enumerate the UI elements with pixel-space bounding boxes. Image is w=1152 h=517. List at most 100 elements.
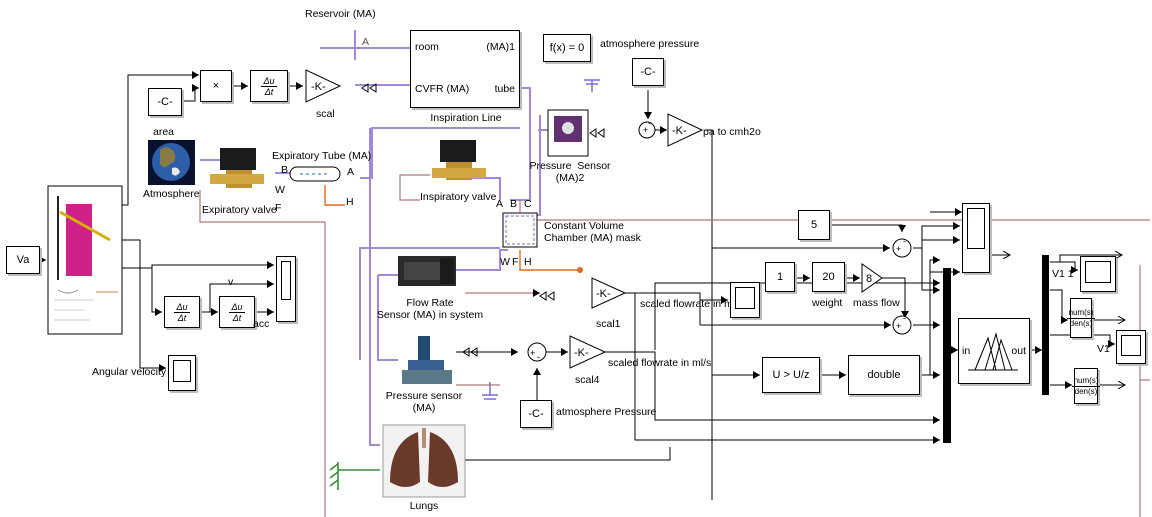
- mux-bus: [943, 268, 951, 443]
- scope-flowrate[interactable]: [730, 282, 760, 318]
- chamber-port-a: A: [496, 198, 504, 210]
- tube-port-a: A: [347, 166, 355, 178]
- reservoir-label: Reservoir (MA): [305, 8, 376, 20]
- port-h: H: [346, 196, 354, 208]
- fuzzy-out-port: out: [1011, 345, 1026, 357]
- chamber-port-c: C: [524, 198, 532, 210]
- double-convert-block[interactable]: double: [848, 355, 920, 395]
- atmosphere-pressure-constant-bottom[interactable]: -C-: [520, 400, 552, 428]
- lungs-label: Lungs: [409, 500, 439, 512]
- v-label: v: [228, 276, 234, 288]
- scope-v1-1[interactable]: [1080, 256, 1116, 292]
- port-ma1: (MA)1: [486, 41, 515, 53]
- pressure-sensor-icon: [398, 332, 456, 386]
- area-constant-block[interactable]: -C-: [148, 88, 182, 116]
- pa-to-cmh2o-label: pa to cmh2o: [703, 126, 761, 138]
- v1-1-label: V1 1: [1052, 268, 1074, 280]
- deriv-num-3: Δu: [229, 301, 245, 313]
- mass-flow-label: mass flow: [853, 297, 900, 309]
- area-label: area: [153, 126, 175, 138]
- va-input-block[interactable]: Va: [6, 246, 40, 274]
- product-block[interactable]: ×: [200, 70, 232, 102]
- fuzzy-graphic: [968, 332, 1018, 371]
- tf1-num: num(s): [1066, 307, 1096, 319]
- svg-text:+: +: [896, 321, 901, 331]
- product-symbol: ×: [212, 80, 220, 92]
- transfer-function-2[interactable]: num(s)den(s): [1071, 368, 1101, 404]
- expiratory-tube-label: Expiratory Tube (MA): [272, 150, 372, 162]
- svg-text:-K-: -K-: [574, 347, 589, 359]
- inspiratory-valve-label: Inspiratory valve: [420, 191, 497, 203]
- relational-text: U > U/z: [772, 369, 810, 381]
- mechanical-system-icon: [47, 185, 123, 335]
- chamber-port-w: W: [500, 256, 510, 268]
- solver-config-block[interactable]: f(x) = 0: [543, 34, 591, 62]
- scal-label: scal: [316, 108, 335, 120]
- expiratory-valve-label: Expiratory valve: [202, 204, 277, 216]
- constant-1-block[interactable]: 1: [765, 262, 795, 292]
- deriv-num-2: Δu: [174, 301, 190, 313]
- transfer-function-1[interactable]: num(s)den(s): [1066, 298, 1096, 338]
- tf1-den: den(s): [1069, 318, 1093, 328]
- scal4-label: scal4: [575, 374, 600, 386]
- port-room: room: [415, 41, 439, 53]
- gain-20-block[interactable]: 20: [812, 262, 845, 292]
- inspiration-line-label: Inspiration Line: [430, 112, 502, 124]
- deriv-den-2: Δt: [177, 312, 187, 323]
- chamber-label: Constant Volume Chamber (MA) mask: [544, 220, 641, 244]
- scope-screen: [735, 287, 755, 309]
- acc-label: acc: [253, 318, 270, 330]
- chamber-port-h: H: [524, 256, 532, 268]
- reservoir-port-a: A: [362, 36, 370, 48]
- tube-port-b: B: [281, 164, 289, 176]
- v1-label: V1: [1097, 343, 1110, 355]
- svg-text:8: 8: [866, 273, 872, 285]
- chamber-port-f: F: [512, 256, 519, 268]
- port-arrows: [361, 83, 605, 357]
- flow-sensor-label: Flow Rate Sensor (MA) in system: [376, 297, 484, 321]
- atmosphere-pressure-constant[interactable]: -C-: [632, 58, 664, 86]
- expiratory-valve-icon: [210, 148, 264, 188]
- scope-v-acc[interactable]: [276, 256, 296, 322]
- tf2-num: num(s): [1071, 375, 1101, 387]
- pressure-sensor-ma2-icon: [547, 109, 589, 157]
- solver-config-text: f(x) = 0: [549, 42, 585, 54]
- physical-connections: [200, 30, 548, 446]
- chamber-port-b: B: [510, 198, 518, 210]
- tf2-den: den(s): [1074, 386, 1098, 396]
- scope-angular-velocity[interactable]: [168, 355, 196, 391]
- fuzzy-controller-block[interactable]: in out: [958, 318, 1030, 384]
- sum-junctions: [527, 121, 912, 362]
- angular-velocity-label: Angular velocity: [92, 366, 167, 378]
- pressure-sensor-label: Pressure sensor (MA): [385, 390, 463, 414]
- svg-text:+: +: [530, 348, 535, 358]
- deriv-den: Δt: [264, 86, 274, 97]
- svg-text:-: -: [903, 313, 906, 323]
- scaled-flowrate-top-label: scaled flowrate in ml/s: [640, 298, 744, 310]
- scope-screen: [1085, 261, 1111, 283]
- pressure-sensor-ma2-label: Pressure Sensor (MA)2: [529, 160, 611, 184]
- scaled-flowrate-label: scaled flowrate in ml/s: [608, 357, 712, 369]
- heat-port-icon: [577, 267, 583, 273]
- inspiration-line-block[interactable]: room (MA)1 CVFR (MA) tube: [410, 30, 520, 108]
- scope-pressure[interactable]: [962, 203, 990, 273]
- svg-text:-: -: [648, 118, 651, 128]
- heat-connections: [324, 185, 578, 271]
- scope-v1[interactable]: [1116, 330, 1146, 364]
- svg-text:+: +: [643, 125, 648, 135]
- constant-5-block[interactable]: 5: [798, 210, 830, 240]
- svg-text:-K-: -K-: [596, 288, 611, 300]
- flow-sensor-icon: [398, 256, 456, 286]
- port-tube: tube: [494, 83, 515, 95]
- double-text: double: [867, 369, 901, 381]
- relational-block[interactable]: U > U/z: [762, 357, 820, 393]
- area-constant-value: -C-: [157, 96, 173, 108]
- svg-text:+: +: [896, 244, 901, 254]
- mechanical-ground: [329, 462, 380, 490]
- port-cvfr: CVFR (MA): [415, 83, 470, 95]
- atmosphere-constant-bottom-value: -C-: [528, 408, 544, 420]
